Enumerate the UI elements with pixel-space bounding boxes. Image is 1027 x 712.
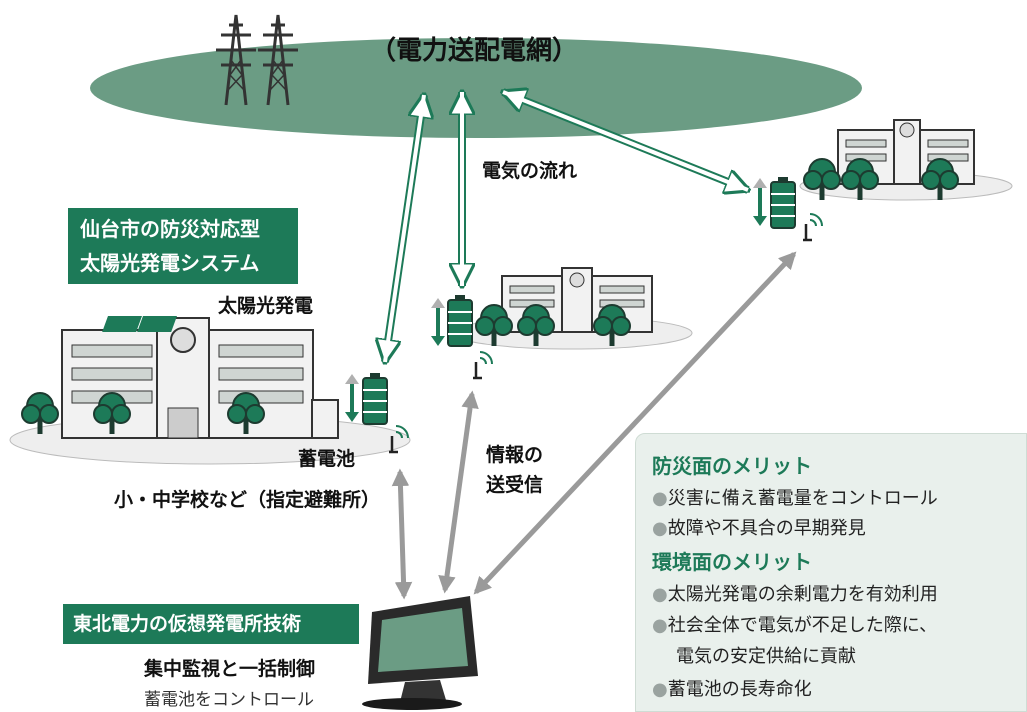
battery-icon — [447, 294, 473, 347]
merit-item: ●蓄電池の長寿命化 — [652, 679, 812, 700]
charge-discharge-icon — [343, 372, 361, 424]
merits-panel — [635, 433, 1027, 712]
school-building-middle — [451, 267, 693, 350]
merit-item: ●災害に備え蓄電量をコントロール — [652, 488, 938, 509]
battery-label: 蓄電池 — [298, 448, 356, 470]
sendai-system-box: 仙台市の防災対応型 太陽光発電システム — [68, 208, 298, 284]
antenna-icon — [801, 212, 824, 242]
info-label-line1: 情報の — [486, 444, 544, 466]
school-building-large — [9, 316, 411, 465]
merit-item: ●太陽光発電の余剰電力を有効利用 — [652, 584, 938, 605]
battery-icon — [362, 372, 388, 425]
info-exchange-label: 情報の 送受信 — [486, 440, 543, 500]
central-control-label: 集中監視と一括制御 — [144, 658, 316, 680]
school-building-right — [799, 119, 1013, 201]
sendai-box-line2: 太陽光発電システム — [80, 251, 260, 275]
power-flow-label: 電気の流れ — [482, 160, 578, 182]
sendai-box-line1: 仙台市の防災対応型 — [80, 217, 260, 241]
antenna-icon — [471, 350, 494, 380]
monitor-icon — [362, 596, 478, 710]
info-arrows — [391, 251, 797, 600]
school-label: 小・中学校など（指定避難所） — [114, 489, 381, 511]
charge-discharge-icon — [751, 176, 769, 228]
charge-discharge-icon — [429, 296, 447, 348]
merit-item: ●故障や不具合の早期発見 — [652, 518, 866, 539]
env-merit-title: 環境面のメリット — [652, 550, 812, 574]
grid-label: （電力送配電網） — [370, 36, 579, 66]
power-flow-arrows — [385, 92, 748, 362]
info-label-line2: 送受信 — [486, 474, 544, 496]
tohoku-vpp-box: 東北電力の仮想発電所技術 — [63, 604, 359, 644]
solar-label: 太陽光発電 — [218, 295, 314, 317]
battery-icon — [770, 176, 796, 229]
disaster-merit-title: 防災面のメリット — [652, 454, 812, 478]
merit-item: ●社会全体で電気が不足した際に、 — [652, 615, 938, 636]
battery-control-label: 蓄電池をコントロール — [144, 690, 314, 710]
merit-item-continuation: 電気の安定供給に貢献 — [676, 646, 856, 667]
